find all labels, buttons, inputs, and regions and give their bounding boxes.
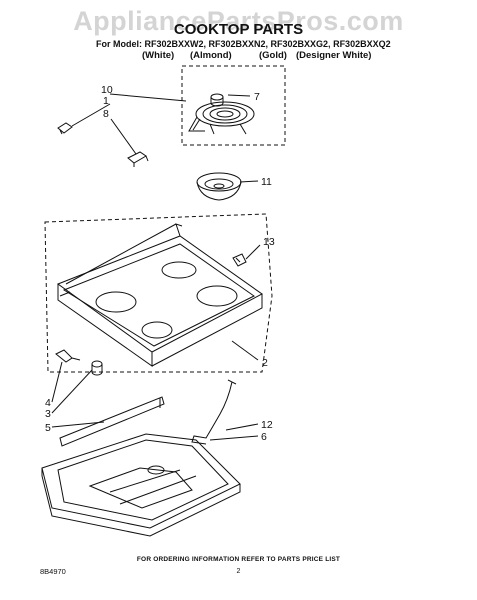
leader-lines <box>51 93 261 441</box>
color-designer-white: (Designer White) <box>296 50 372 61</box>
callout-13: 13 <box>263 236 275 248</box>
grommet <box>232 253 247 267</box>
wire-connector <box>127 151 149 167</box>
callout-5: 5 <box>45 422 51 434</box>
terminal-block <box>57 122 73 135</box>
callout-11: 11 <box>261 176 272 188</box>
callout-7: 7 <box>254 91 260 103</box>
front-bracket <box>59 396 165 447</box>
cooktop-panel <box>56 223 263 367</box>
surface-element <box>188 101 255 135</box>
wire-harness <box>191 381 233 445</box>
drip-bowl <box>196 172 242 201</box>
model-list: For Model: RF302BXXW2, RF302BXXN2, RF302… <box>96 39 391 49</box>
callout-1: 1 <box>103 95 109 107</box>
watermark: AppliancePartsPros.com <box>73 6 404 36</box>
element-group-outline <box>181 65 286 146</box>
terminal-wire <box>55 349 81 363</box>
page-number: 2 <box>236 568 241 575</box>
ordering-info: FOR ORDERING INFORMATION REFER TO PARTS … <box>136 556 341 563</box>
bottom-pan <box>41 433 241 537</box>
plug-cap <box>91 360 103 376</box>
callout-4: 4 <box>45 397 51 409</box>
document-number: 8B4970 <box>40 567 66 576</box>
callout-6: 6 <box>261 431 267 443</box>
color-gold: (Gold) <box>259 50 287 61</box>
cooktop-group-outline <box>44 213 273 373</box>
page-title: COOKTOP PARTS <box>173 21 304 38</box>
callout-3: 3 <box>45 408 51 420</box>
color-almond: (Almond) <box>190 50 232 61</box>
element-receptacle <box>210 93 224 107</box>
callout-10: 10 <box>101 84 113 96</box>
callout-2: 2 <box>262 357 268 369</box>
color-white: (White) <box>142 50 175 61</box>
callout-8: 8 <box>103 108 109 120</box>
callout-12: 12 <box>261 419 273 431</box>
